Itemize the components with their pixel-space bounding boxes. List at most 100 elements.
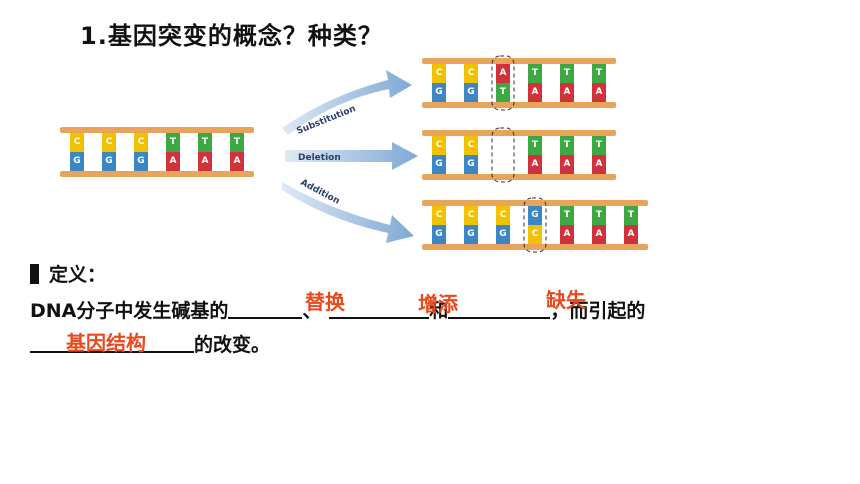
- blank-2: [329, 299, 430, 319]
- base-top: [70, 133, 84, 152]
- backbone-bottom: [60, 171, 254, 177]
- base-bottom: [528, 225, 542, 244]
- backbone-top: [60, 127, 254, 133]
- base-letter: T: [170, 137, 177, 147]
- base-letter: C: [468, 140, 475, 150]
- base-bottom: [432, 155, 446, 174]
- base-top: [464, 136, 478, 155]
- base-letter: T: [628, 210, 635, 220]
- base-letter: T: [596, 210, 603, 220]
- base-letter: A: [234, 156, 241, 166]
- base-letter: A: [564, 87, 571, 97]
- line1-suffix: ，而引起的: [550, 300, 646, 322]
- base-letter: A: [532, 159, 539, 169]
- arrows-group: Substitution Deletion Addition: [282, 70, 418, 243]
- base-bottom: [230, 152, 244, 171]
- base-letter: G: [435, 87, 442, 97]
- base-letter: A: [596, 159, 603, 169]
- base-bottom: [166, 152, 180, 171]
- base-letter: G: [467, 229, 474, 239]
- base-top: [560, 206, 574, 225]
- base-letter: C: [74, 137, 81, 147]
- base-bottom: [198, 152, 212, 171]
- base-bottom: [432, 225, 446, 244]
- base-letter: G: [499, 229, 506, 239]
- backbone-bottom: [422, 174, 616, 180]
- definition-heading: 定义：: [30, 260, 106, 287]
- base-top: [624, 206, 638, 225]
- line2-suffix: 的改变。: [194, 334, 271, 356]
- base-top: [102, 133, 116, 152]
- base-letter: A: [532, 87, 539, 97]
- addition-arrow: [282, 182, 414, 243]
- blank-4: [30, 333, 194, 353]
- base-top: [432, 64, 446, 83]
- base-letter: G: [137, 156, 144, 166]
- answer-substitution: 替换: [305, 290, 345, 314]
- base-bottom: [560, 225, 574, 244]
- base-letter: C: [106, 137, 113, 147]
- base-letter: A: [500, 68, 507, 78]
- base-bottom: [102, 152, 116, 171]
- base-bottom: [592, 83, 606, 102]
- base-letter: T: [564, 68, 571, 78]
- base-letter: G: [531, 210, 538, 220]
- backbone-bottom: [422, 244, 648, 250]
- page-title: 1.基因突变的概念？种类？: [80, 22, 383, 50]
- separator: 、: [302, 300, 322, 322]
- base-letter: G: [467, 87, 474, 97]
- definition-line-1: DNA分子中发生碱基的 、 和 ，而引起的: [30, 296, 645, 323]
- base-letter: G: [73, 156, 80, 166]
- base-letter: T: [596, 68, 603, 78]
- mutation-highlight: [491, 55, 515, 111]
- base-letter: T: [532, 68, 539, 78]
- line1-prefix: DNA分子中发生碱基的: [30, 300, 229, 322]
- base-letter: A: [564, 159, 571, 169]
- mutation-highlight: [491, 127, 515, 183]
- base-top: [432, 136, 446, 155]
- base-letter: A: [596, 229, 603, 239]
- definition-line-2: 的改变。: [30, 330, 270, 357]
- base-top: [134, 133, 148, 152]
- base-bottom: [624, 225, 638, 244]
- base-top: [528, 136, 542, 155]
- base-bottom: [432, 83, 446, 102]
- base-top: [464, 206, 478, 225]
- deletion-arrow: [285, 142, 418, 170]
- base-bottom: [560, 155, 574, 174]
- base-top: [432, 206, 446, 225]
- answer-addition: 增添: [418, 292, 458, 316]
- base-letter: T: [532, 140, 539, 150]
- base-letter: G: [435, 159, 442, 169]
- base-top: [166, 133, 180, 152]
- answer-gene-structure: 基因结构: [66, 331, 146, 355]
- base-letter: A: [170, 156, 177, 166]
- substitution-arrow: [282, 70, 412, 135]
- deletion-label: Deletion: [298, 153, 341, 163]
- base-letter: T: [500, 87, 507, 97]
- backbone-top: [422, 200, 648, 206]
- base-letter: T: [596, 140, 603, 150]
- base-top: [560, 136, 574, 155]
- base-bottom: [496, 83, 510, 102]
- base-letter: T: [202, 137, 209, 147]
- base-top: [198, 133, 212, 152]
- blank-3: [448, 299, 551, 319]
- base-bottom: [560, 83, 574, 102]
- backbone-bottom: [422, 102, 616, 108]
- base-letter: T: [564, 140, 571, 150]
- base-top: [592, 206, 606, 225]
- base-bottom: [134, 152, 148, 171]
- base-letter: C: [436, 210, 443, 220]
- and-text: 和: [429, 300, 449, 322]
- base-bottom: [70, 152, 84, 171]
- base-letter: C: [500, 210, 507, 220]
- base-letter: C: [138, 137, 145, 147]
- base-bottom: [496, 225, 510, 244]
- base-top: [230, 133, 244, 152]
- base-top: [496, 206, 510, 225]
- base-bottom: [464, 155, 478, 174]
- base-bottom: [592, 225, 606, 244]
- base-top: [464, 64, 478, 83]
